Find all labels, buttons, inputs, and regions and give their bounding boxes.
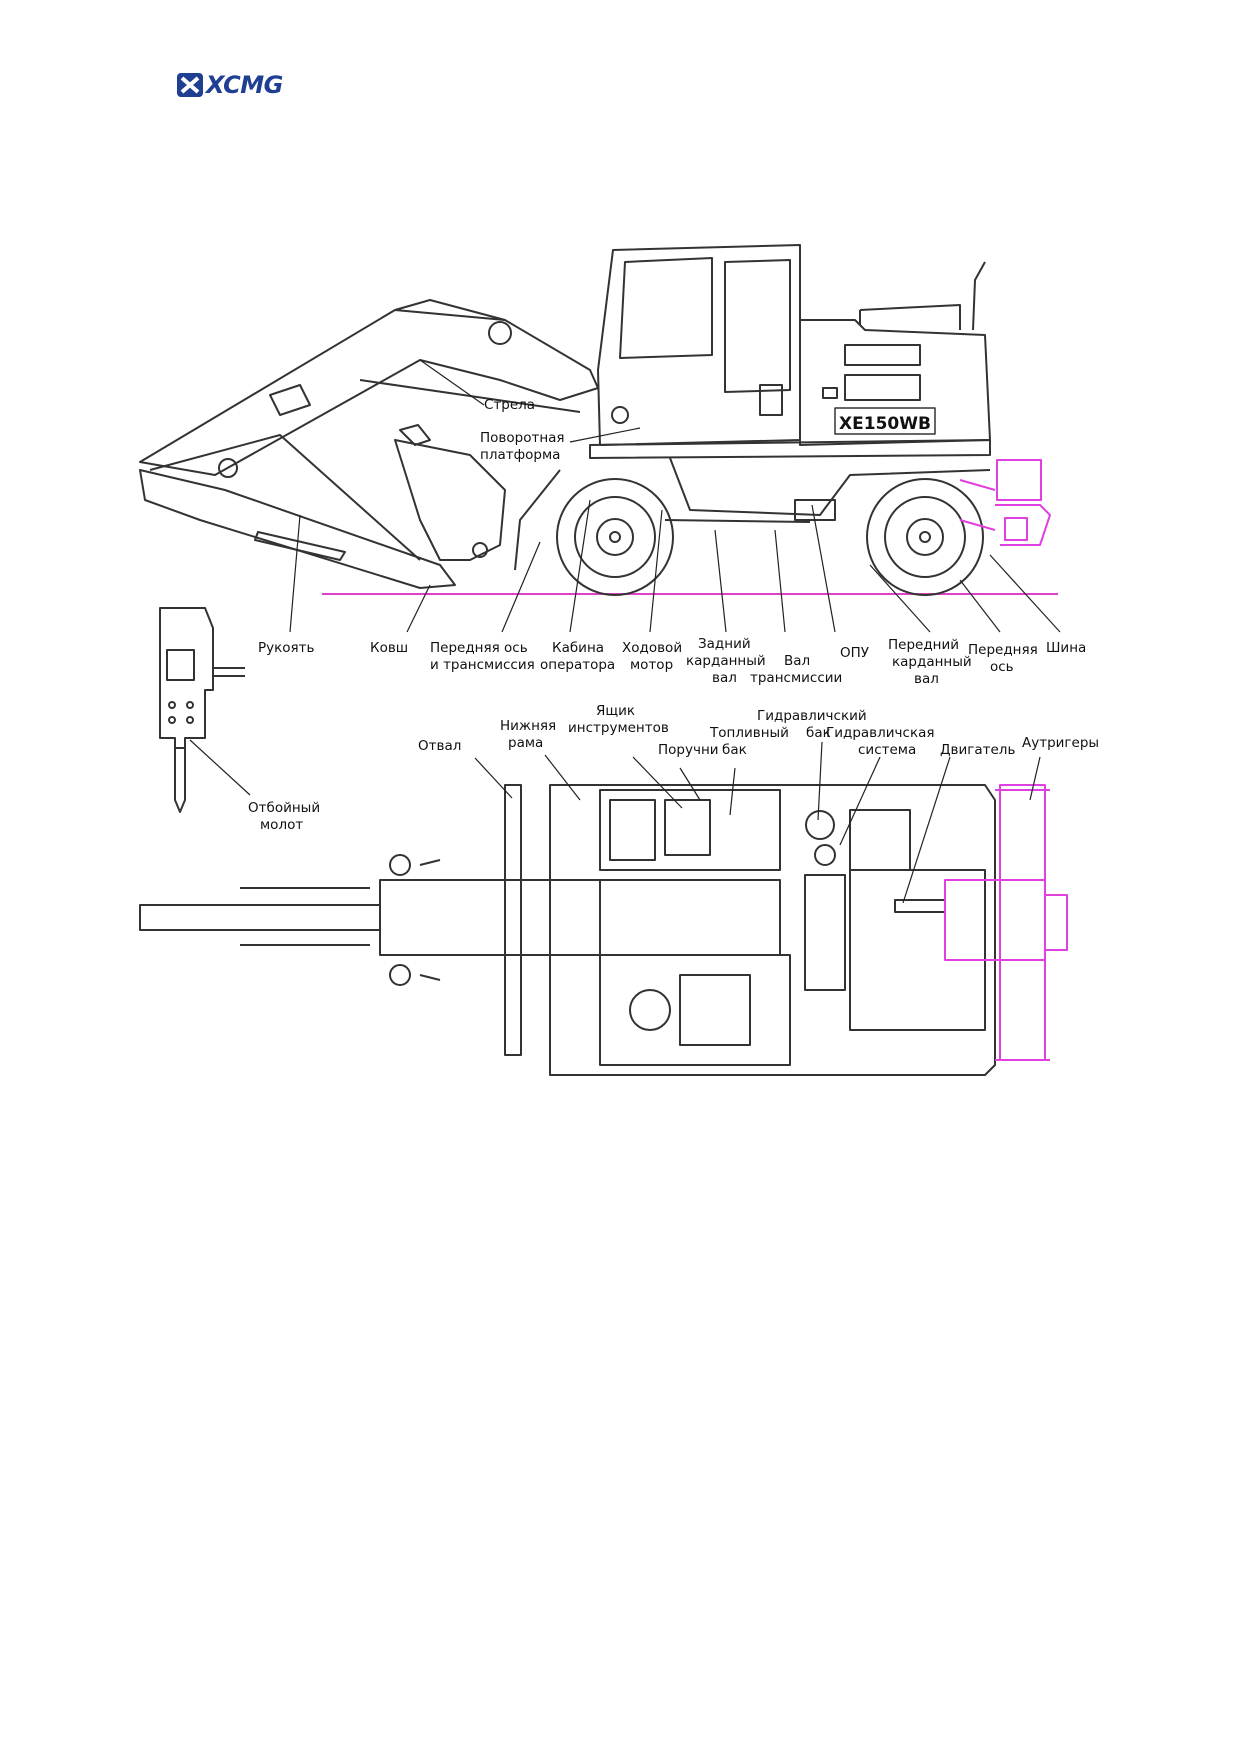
label-travel-motor-1: Ходовой	[622, 640, 683, 656]
label-rear-shaft-3: вал	[712, 670, 737, 686]
label-breaker-2: молот	[260, 817, 304, 833]
label-hyd-system-1: Гидравличская	[826, 725, 935, 741]
side-outrigger-drawing	[959, 459, 1051, 546]
top-outrigger-drawing	[944, 784, 1068, 1061]
boom-drawing	[139, 299, 599, 476]
label-outriggers: Аутригеры	[1022, 735, 1100, 751]
label-front-shaft-2: карданный	[892, 654, 972, 670]
label-front-axle-trans-2: и трансмиссия	[430, 657, 535, 673]
label-front-shaft-1: Передний	[888, 637, 960, 653]
label-trans-shaft-1: Вал	[784, 653, 811, 669]
label-front-axle-trans-1: Передняя ось	[430, 640, 528, 656]
logo-text: XCMG	[206, 71, 283, 99]
label-hyd-tank-2: бак	[806, 725, 831, 741]
bucket-drawing	[394, 424, 506, 561]
label-platform-2: платформа	[480, 447, 561, 463]
upper-body-drawing: XE150WB	[799, 261, 991, 446]
label-travel-motor-2: мотор	[630, 657, 674, 673]
label-bucket: Ковш	[370, 640, 409, 656]
label-front-shaft-3: вал	[914, 671, 939, 687]
top-view-drawing	[139, 784, 996, 1076]
label-trans-shaft-2: трансмиссии	[750, 670, 843, 686]
model-plate: XE150WB	[839, 414, 931, 434]
stick-drawing	[139, 434, 456, 589]
label-engine: Двигатель	[940, 742, 1016, 758]
label-slew-bearing: ОПУ	[840, 645, 870, 661]
label-front-axle-2: ось	[990, 659, 1014, 675]
label-front-axle-1: Передняя	[968, 642, 1038, 658]
label-lower-frame-2: рама	[508, 735, 544, 751]
xcmg-logo: XCMG	[176, 70, 300, 100]
label-tire: Шина	[1046, 640, 1087, 656]
xcmg-emblem-icon	[177, 73, 203, 97]
label-hyd-tank-1: Гидравличский	[757, 708, 867, 724]
front-wheel-drawing	[866, 478, 984, 596]
label-toolbox-1: Ящик	[596, 703, 636, 719]
label-platform-1: Поворотная	[480, 430, 565, 446]
label-cab-2: оператора	[540, 657, 616, 673]
label-stick: Рукоять	[258, 640, 315, 656]
label-fuel-tank-1: Топливный	[710, 725, 789, 741]
leader-lines	[189, 359, 1061, 904]
cab-drawing	[597, 244, 801, 446]
label-handrails: Поручни	[658, 742, 719, 758]
rear-wheel-drawing	[556, 478, 674, 596]
label-rear-shaft-1: Задний	[698, 636, 751, 652]
label-toolbox-2: инструментов	[568, 720, 669, 736]
breaker-drawing	[159, 607, 245, 813]
label-rear-shaft-2: карданный	[686, 653, 766, 669]
undercarriage-drawing	[514, 439, 991, 571]
label-fuel-tank-2: бак	[722, 742, 747, 758]
label-boom: Стрела	[484, 397, 536, 413]
label-cab-1: Кабина	[552, 640, 605, 656]
label-hyd-system-2: система	[858, 742, 917, 758]
label-breaker-1: Отбойный	[248, 800, 321, 816]
label-blade: Отвал	[418, 738, 462, 754]
label-lower-frame-1: Нижняя	[500, 718, 557, 734]
